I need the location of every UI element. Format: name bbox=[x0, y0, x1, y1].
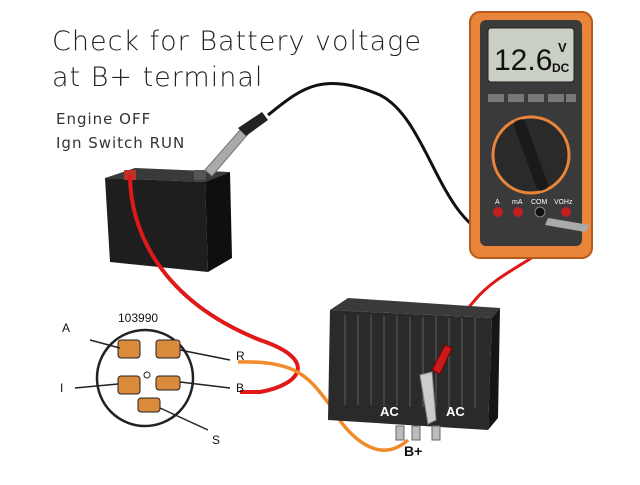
regulator-bplus: B+ bbox=[404, 443, 422, 459]
terminal-r-label: R bbox=[236, 349, 245, 363]
terminal-i-pad bbox=[117, 375, 141, 395]
black-lead bbox=[267, 82, 501, 240]
regulator-ac-left: AC bbox=[380, 404, 399, 419]
red-battery-wire bbox=[128, 174, 300, 394]
battery-black-clip bbox=[204, 112, 268, 177]
ignition-switch bbox=[74, 328, 231, 431]
condition-ignition: Ign Switch RUN bbox=[56, 134, 186, 152]
terminal-b-label: B bbox=[236, 381, 244, 395]
terminal-a-label: A bbox=[62, 321, 70, 335]
regulator-ac-right: AC bbox=[446, 404, 465, 419]
button-row bbox=[488, 94, 576, 102]
title-line-2: at B+ terminal bbox=[52, 62, 264, 93]
title-line-1: Check for Battery voltage bbox=[52, 26, 422, 57]
terminal-s-pad bbox=[137, 397, 161, 413]
multimeter bbox=[469, 11, 593, 259]
terminal-i-label: I bbox=[60, 381, 63, 395]
jack-label-vohz: VΩHz bbox=[554, 199, 573, 206]
jack-label-ma: mA bbox=[512, 199, 523, 206]
battery bbox=[105, 168, 232, 272]
terminal-r-pad bbox=[155, 339, 181, 359]
regulator bbox=[328, 298, 500, 441]
lcd-reading: 12.6 bbox=[494, 44, 552, 77]
terminal-s-label: S bbox=[212, 433, 220, 447]
lcd-unit-dc: DC bbox=[552, 61, 570, 75]
terminal-b-pad bbox=[155, 375, 181, 391]
jack-label-com: COM bbox=[531, 199, 548, 206]
switch-part-number: 103990 bbox=[118, 311, 158, 325]
condition-engine: Engine OFF bbox=[56, 110, 152, 128]
red-probe-clip bbox=[419, 344, 453, 425]
lcd-unit-v: V bbox=[558, 40, 567, 55]
terminal-a-pad bbox=[117, 339, 141, 359]
jack-label-a: A bbox=[495, 199, 500, 206]
